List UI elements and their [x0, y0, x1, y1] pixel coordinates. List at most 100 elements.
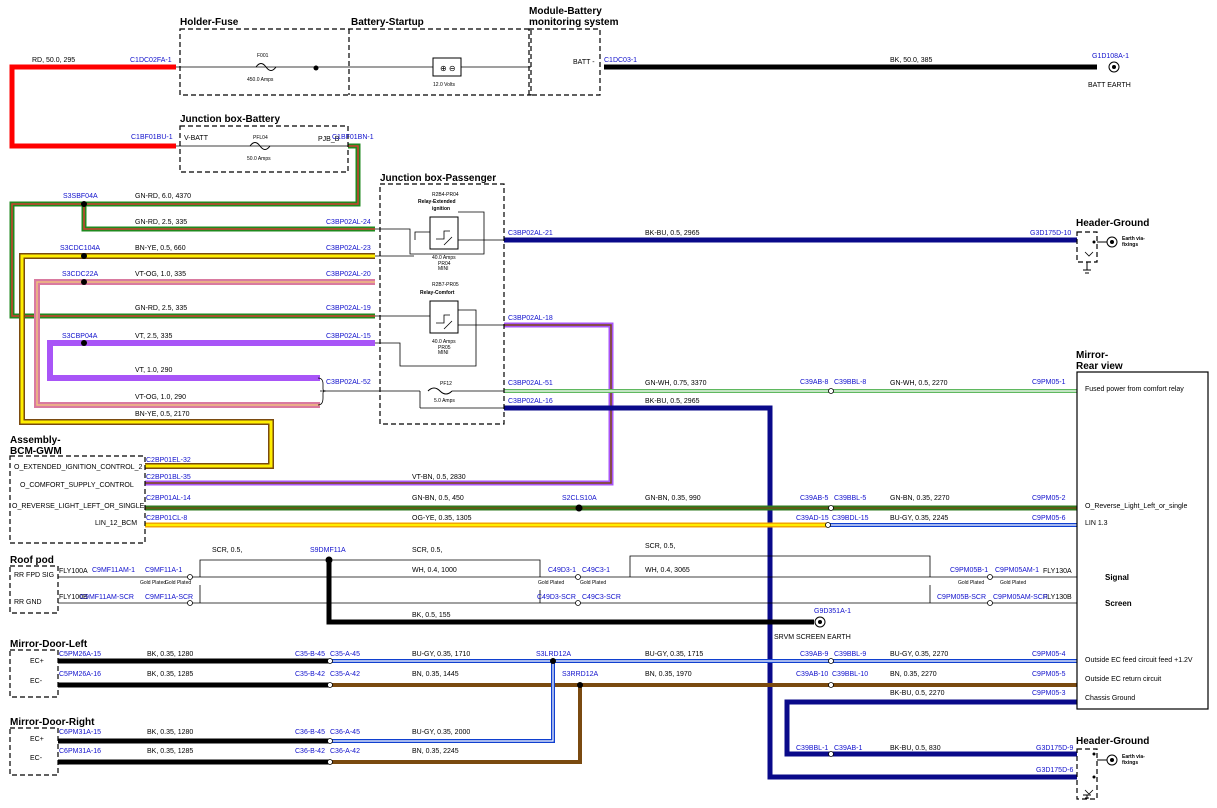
label-relay1-id: PR04 — [438, 261, 451, 267]
pin-right-ec-minus: EC- — [30, 755, 43, 762]
wire-bn-ye[interactable] — [19, 253, 375, 469]
connector-c3bp02al-52[interactable]: C3BP02AL-52 — [326, 379, 371, 386]
wire-label-scr-a: SCR, 0.5, — [212, 547, 242, 554]
connector-c6pm31a-16[interactable]: C6PM31A-16 — [59, 748, 101, 755]
connector-c9pm05-4[interactable]: C9PM05-4 — [1032, 651, 1066, 658]
connector-c39ab-9[interactable]: C39AB-9 — [800, 651, 829, 658]
connector-c49c3-scr[interactable]: C49C3-SCR — [582, 594, 621, 601]
wire-bn-right[interactable] — [330, 685, 582, 764]
connector-s3rrd12a[interactable]: S3RRD12A — [562, 671, 599, 678]
wire-label-bk-1280b: BK, 0.35, 1280 — [147, 729, 193, 736]
connector-c36a-45[interactable]: C36-A-45 — [330, 729, 360, 736]
title-header-ground-1: Header-Ground — [1076, 218, 1149, 229]
connector-c39bbl-10[interactable]: C39BBL-10 — [832, 671, 868, 678]
connector-c39bbl-1[interactable]: C39BBL-1 — [796, 745, 828, 752]
title-module-battery-1: Module-Battery — [529, 6, 602, 17]
connector-c1dc02fa-1[interactable]: C1DC02FA-1 — [130, 57, 172, 64]
connector-c9pm05-1[interactable]: C9PM05-1 — [1032, 379, 1066, 386]
pin-labels: O_EXTENDED_IGNITION_CONTROL_2 O_COMFORT_… — [12, 386, 1193, 762]
connector-c9pm05-2[interactable]: C9PM05-2 — [1032, 495, 1066, 502]
pin-screen: Screen — [1105, 599, 1132, 608]
connector-c1bf01bu-1[interactable]: C1BF01BU-1 — [131, 134, 173, 141]
connector-g3d175d-6[interactable]: G3D175D-6 — [1036, 767, 1073, 774]
wire-label-rd: RD, 50.0, 295 — [32, 57, 75, 64]
label-relay2-code: R2B7-PR05 — [432, 282, 459, 288]
connector-c3bp02al-15[interactable]: C3BP02AL-15 — [326, 333, 371, 340]
connector-c9mf11a-scr[interactable]: C9MF11A-SCR — [145, 594, 193, 601]
connector-c3bp02al-18[interactable]: C3BP02AL-18 — [508, 315, 553, 322]
connector-c9pm05-6[interactable]: C9PM05-6 — [1032, 515, 1066, 522]
pin-fly100a: FLY100A — [59, 568, 88, 575]
connector-s3cbp04a[interactable]: S3CBP04A — [62, 333, 98, 340]
wire-label-bnye-660: BN-YE, 0.5, 660 — [135, 245, 186, 252]
connector-c9pm05b-scr[interactable]: C9PM05B-SCR — [937, 594, 986, 601]
connector-c3bp02al-24[interactable]: C3BP02AL-24 — [326, 219, 371, 226]
connector-s9dmf11a[interactable]: S9DMF11A — [310, 547, 346, 554]
wire-vt[interactable] — [47, 340, 375, 381]
connector-c39ad-15[interactable]: C39AD-15 — [796, 515, 829, 522]
connector-c3bp02al-21[interactable]: C3BP02AL-21 — [508, 230, 553, 237]
connector-c3bp02al-23[interactable]: C3BP02AL-23 — [326, 245, 371, 252]
connector-c35a-42[interactable]: C35-A-42 — [330, 671, 360, 678]
pin-bcm-2: O_COMFORT_SUPPLY_CONTROL — [20, 482, 134, 489]
connector-c39bbl-5[interactable]: C39BBL-5 — [834, 495, 866, 502]
wire-bk-bu-chassis[interactable] — [784, 699, 1077, 757]
connector-c2bp01al-14[interactable]: C2BP01AL-14 — [146, 495, 191, 502]
connector-c49c3-1[interactable]: C49C3-1 — [582, 567, 610, 574]
connector-s3sbf04a[interactable]: S3SBF04A — [63, 193, 98, 200]
connector-g1d108a-1[interactable]: G1D108A-1 — [1092, 53, 1129, 60]
connector-c35b-42[interactable]: C35-B-42 — [295, 671, 325, 678]
connector-c1bf01bn-1[interactable]: C1BF01BN-1 — [332, 134, 374, 141]
connector-c36b-42[interactable]: C36-B-42 — [295, 748, 325, 755]
connector-c2bp01cl-8[interactable]: C2BP01CL-8 — [146, 515, 187, 522]
connector-g3d175d-9[interactable]: G3D175D-9 — [1036, 745, 1073, 752]
connector-s3lrd12a[interactable]: S3LRD12A — [536, 651, 571, 658]
connector-c3bp02al-16[interactable]: C3BP02AL-16 — [508, 398, 553, 405]
connector-c9mf11a-1[interactable]: C9MF11A-1 — [145, 567, 182, 574]
connector-c2bp01el-32[interactable]: C2BP01EL-32 — [146, 457, 191, 464]
connector-c3bp02al-19[interactable]: C3BP02AL-19 — [326, 305, 371, 312]
connector-c1dc03-1[interactable]: C1DC03-1 — [604, 57, 637, 64]
connector-s3cdc22a[interactable]: S3CDC22A — [62, 271, 99, 278]
wire-spec-labels: RD, 50.0, 295 BK, 50.0, 385 GN-RD, 6.0, … — [32, 57, 950, 755]
wire-bk-screen-earth[interactable] — [326, 560, 814, 625]
connector-c3bp02al-20[interactable]: C3BP02AL-20 — [326, 271, 371, 278]
pin-signal: Signal — [1105, 573, 1129, 582]
wire-rd[interactable] — [9, 64, 176, 149]
connector-c39bdl-15[interactable]: C39BDL-15 — [832, 515, 869, 522]
connector-c39bbl-8[interactable]: C39BBL-8 — [834, 379, 866, 386]
connector-c5pm26a-16[interactable]: C5PM26A-16 — [59, 671, 101, 678]
connector-c9pm05-3[interactable]: C9PM05-3 — [1032, 690, 1066, 697]
connector-c39ab-5[interactable]: C39AB-5 — [800, 495, 829, 502]
connector-s3cdc104a[interactable]: S3CDC104A — [60, 245, 100, 252]
pin-mirror-1: Fused power from comfort relay — [1085, 386, 1184, 393]
connector-c5pm26a-15[interactable]: C5PM26A-15 — [59, 651, 101, 658]
wire-label-bk-1280a: BK, 0.35, 1280 — [147, 651, 193, 658]
box-holder-fuse — [179, 28, 532, 96]
connector-c35b-45[interactable]: C35-B-45 — [295, 651, 325, 658]
connector-c49d3-1[interactable]: C49D3-1 — [548, 567, 576, 574]
connector-c2bp01bl-35[interactable]: C2BP01BL-35 — [146, 474, 191, 481]
connector-c35a-45[interactable]: C35-A-45 — [330, 651, 360, 658]
connector-c3bp02al-51[interactable]: C3BP02AL-51 — [508, 380, 553, 387]
connector-c39ab-1[interactable]: C39AB-1 — [834, 745, 863, 752]
connector-c9pm05-5[interactable]: C9PM05-5 — [1032, 671, 1066, 678]
connector-c9pm05b-1[interactable]: C9PM05B-1 — [950, 567, 988, 574]
connector-c39ab-8[interactable]: C39AB-8 — [800, 379, 829, 386]
connector-g9d351a-1[interactable]: G9D351A-1 — [814, 608, 851, 615]
connector-c36a-42[interactable]: C36-A-42 — [330, 748, 360, 755]
connector-c9pm05am-1[interactable]: C9PM05AM-1 — [995, 567, 1039, 574]
connector-s2cls10a[interactable]: S2CLS10A — [562, 495, 597, 502]
pin-mirror-4: Outside EC feed circuit feed +1.2V — [1085, 657, 1193, 664]
connector-c36b-45[interactable]: C36-B-45 — [295, 729, 325, 736]
connector-c39ab-10[interactable]: C39AB-10 — [796, 671, 828, 678]
connector-c9mf11am-scr[interactable]: C9MF11AM-SCR — [80, 594, 134, 601]
wire-bk-bu-16[interactable] — [504, 405, 1077, 780]
connector-c9pm05am-scr[interactable]: C9PM05AM-SCR — [993, 594, 1048, 601]
connector-c49d3-scr[interactable]: C49D3-SCR — [537, 594, 576, 601]
batt-earth-icon — [1108, 61, 1120, 73]
connector-c6pm31a-15[interactable]: C6PM31A-15 — [59, 729, 101, 736]
connector-c9mf11am-1[interactable]: C9MF11AM-1 — [92, 567, 135, 574]
connector-g3d175d-10[interactable]: G3D175D-10 — [1030, 230, 1071, 237]
connector-c39bbl-9[interactable]: C39BBL-9 — [834, 651, 866, 658]
